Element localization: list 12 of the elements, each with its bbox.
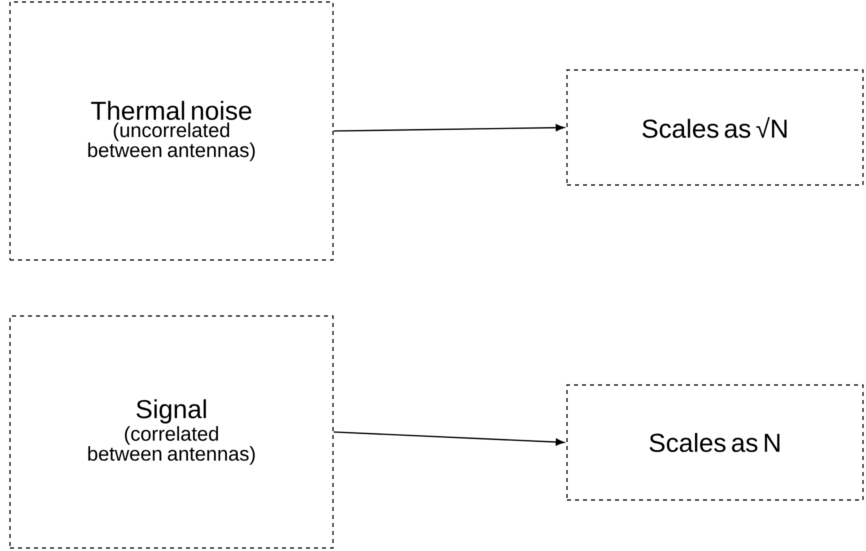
- arrow: [334, 124, 564, 132]
- dashed-box: [9, 1, 334, 261]
- box-title: Scales as √N: [642, 117, 787, 138]
- dashed-box: [566, 384, 864, 501]
- dashed-box: [9, 315, 334, 549]
- box-title: Signal: [136, 399, 206, 424]
- arrow: [334, 431, 564, 446]
- box-description: (correlated between antennas): [88, 426, 255, 465]
- box-title: Thermal noise: [91, 100, 252, 120]
- box-title: Scales as N: [650, 432, 780, 452]
- dashed-box: [566, 69, 864, 186]
- box-description: (uncorrelated between antennas): [88, 122, 255, 162]
